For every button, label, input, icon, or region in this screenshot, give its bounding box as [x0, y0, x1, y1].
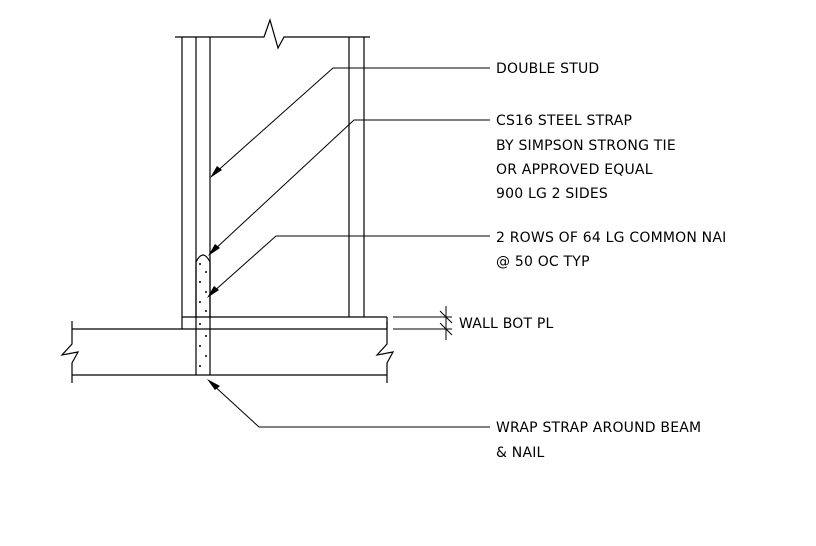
stud-wall — [175, 18, 370, 317]
annotation-steel-strap: CS16 STEEL STRAP BY SIMPSON STRONG TIE O… — [496, 113, 676, 202]
label-nails-line1: 2 ROWS OF 64 LG COMMON NAI — [496, 230, 726, 246]
leader-line — [210, 382, 490, 428]
leader-double-stud — [210, 67, 490, 178]
leader-line — [212, 119, 490, 252]
nail — [199, 365, 201, 367]
annotation-bottom-plate: WALL BOT PL — [459, 316, 554, 332]
leader-wrap-strap — [207, 379, 490, 428]
beam-left-break-line — [60, 321, 80, 383]
steel-strap-outline — [195, 254, 211, 375]
label-wall-bot-pl: WALL BOT PL — [459, 316, 554, 332]
wall-top-break-line — [175, 18, 370, 50]
label-nails-line2: @ 50 OC TYP — [496, 254, 590, 270]
wall-bottom-plate — [181, 316, 388, 329]
arrowhead — [208, 244, 220, 256]
annotation-double-stud: DOUBLE STUD — [496, 61, 599, 77]
arrowhead — [207, 286, 219, 298]
strap-nails — [199, 263, 207, 367]
leader-nails — [207, 235, 490, 298]
bottom-plate-dimension — [393, 306, 453, 340]
leader-steel-strap — [208, 119, 490, 256]
beam-right-break-line — [375, 321, 395, 383]
nail — [205, 355, 207, 357]
nail — [199, 323, 201, 325]
dimension-tick-bottom — [439, 322, 453, 336]
leader-line — [211, 235, 490, 294]
annotation-wrap: WRAP STRAP AROUND BEAM & NAIL — [496, 420, 701, 461]
nail — [199, 281, 201, 283]
label-steel-strap-line3: OR APPROVED EQUAL — [496, 162, 653, 178]
label-steel-strap-line2: BY SIMPSON STRONG TIE — [496, 138, 676, 154]
arrowhead — [207, 379, 220, 390]
nail — [205, 271, 207, 273]
arrowhead — [210, 166, 222, 178]
label-wrap-line2: & NAIL — [496, 445, 545, 461]
label-wrap-line1: WRAP STRAP AROUND BEAM — [496, 420, 701, 436]
steel-strap — [195, 254, 211, 375]
label-double-stud: DOUBLE STUD — [496, 61, 599, 77]
label-steel-strap-line1: CS16 STEEL STRAP — [496, 113, 632, 129]
nail — [205, 335, 207, 337]
annotation-nails: 2 ROWS OF 64 LG COMMON NAI @ 50 OC TYP — [496, 230, 726, 270]
label-steel-strap-line4: 900 LG 2 SIDES — [496, 186, 608, 202]
nail — [205, 291, 207, 293]
nail — [199, 345, 201, 347]
nail — [205, 310, 207, 312]
dimension-tick-top — [439, 310, 453, 324]
leader-line — [213, 67, 490, 175]
beam — [60, 321, 395, 383]
nail — [199, 301, 201, 303]
nail — [199, 263, 201, 265]
